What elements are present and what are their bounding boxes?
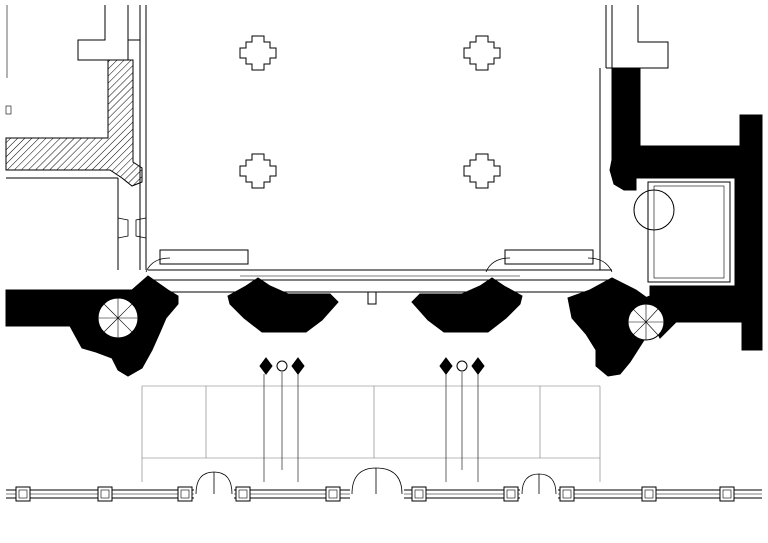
pier-upper-right bbox=[463, 35, 501, 71]
column-pair-right bbox=[439, 357, 485, 375]
left-corridor bbox=[6, 177, 147, 270]
screen-wall bbox=[145, 249, 613, 305]
hatched-wall-left bbox=[5, 59, 143, 187]
fence-posts bbox=[15, 486, 735, 502]
column-pair-left bbox=[259, 357, 305, 375]
buttress-center-right bbox=[411, 277, 523, 333]
stair-room-right bbox=[633, 181, 731, 283]
solid-wall-left bbox=[5, 275, 179, 377]
forecourt-grid bbox=[141, 372, 601, 482]
buttress-center-left bbox=[227, 277, 339, 333]
gate-left bbox=[194, 471, 234, 502]
pier-upper-left bbox=[239, 35, 277, 71]
upper-right-wall-block bbox=[599, 5, 669, 270]
buttress-right bbox=[567, 277, 665, 377]
gate-center bbox=[350, 467, 404, 502]
pier-lower-right bbox=[463, 153, 501, 189]
gate-right bbox=[520, 473, 558, 502]
upper-left-wall-block bbox=[5, 5, 147, 270]
pier-lower-left bbox=[239, 153, 277, 189]
